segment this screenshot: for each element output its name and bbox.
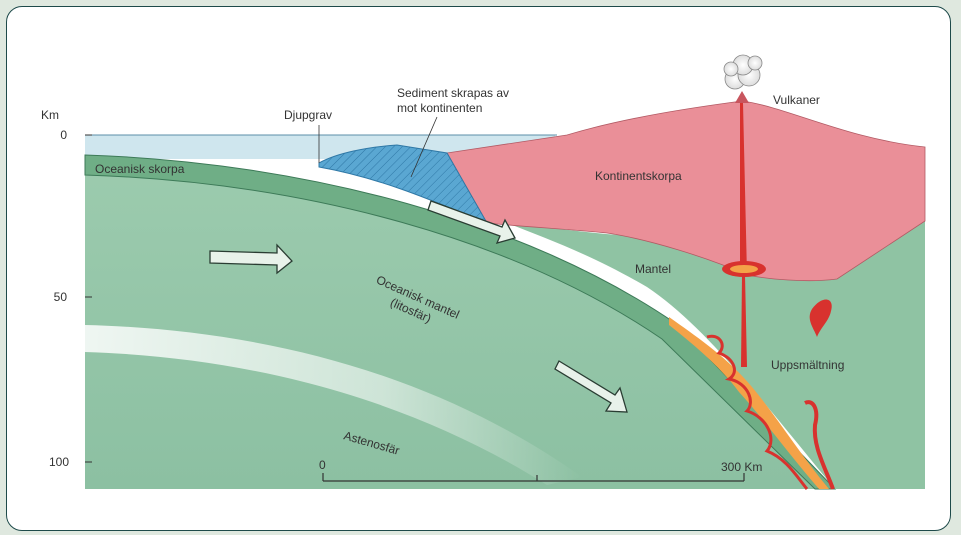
label-volcanoes: Vulkaner bbox=[773, 93, 820, 107]
label-sediment-2: mot kontinenten bbox=[397, 101, 482, 115]
label-sediment-1: Sediment skrapas av bbox=[397, 86, 509, 100]
scale-start: 0 bbox=[319, 458, 326, 472]
subduction-diagram: Km 0 50 100 0 300 Km Djupgrav Sediment s… bbox=[7, 7, 951, 531]
label-mantle: Mantel bbox=[635, 262, 671, 276]
label-melting: Uppsmältning bbox=[771, 358, 844, 372]
label-oceanic-crust: Oceanisk skorpa bbox=[95, 162, 185, 176]
eruption-cloud bbox=[724, 55, 762, 89]
label-continental-crust: Kontinentskorpa bbox=[595, 169, 682, 183]
axis-tick-0: 0 bbox=[60, 128, 67, 142]
label-trench: Djupgrav bbox=[284, 108, 332, 122]
scale-end: 300 Km bbox=[721, 460, 762, 474]
volcano-peak bbox=[735, 91, 749, 103]
axis-tick-50: 50 bbox=[54, 290, 68, 304]
diagram-frame: Km 0 50 100 0 300 Km Djupgrav Sediment s… bbox=[6, 6, 951, 531]
magma-chamber-core bbox=[730, 265, 758, 273]
axis-unit: Km bbox=[41, 108, 59, 122]
axis-tick-100: 100 bbox=[49, 455, 69, 469]
